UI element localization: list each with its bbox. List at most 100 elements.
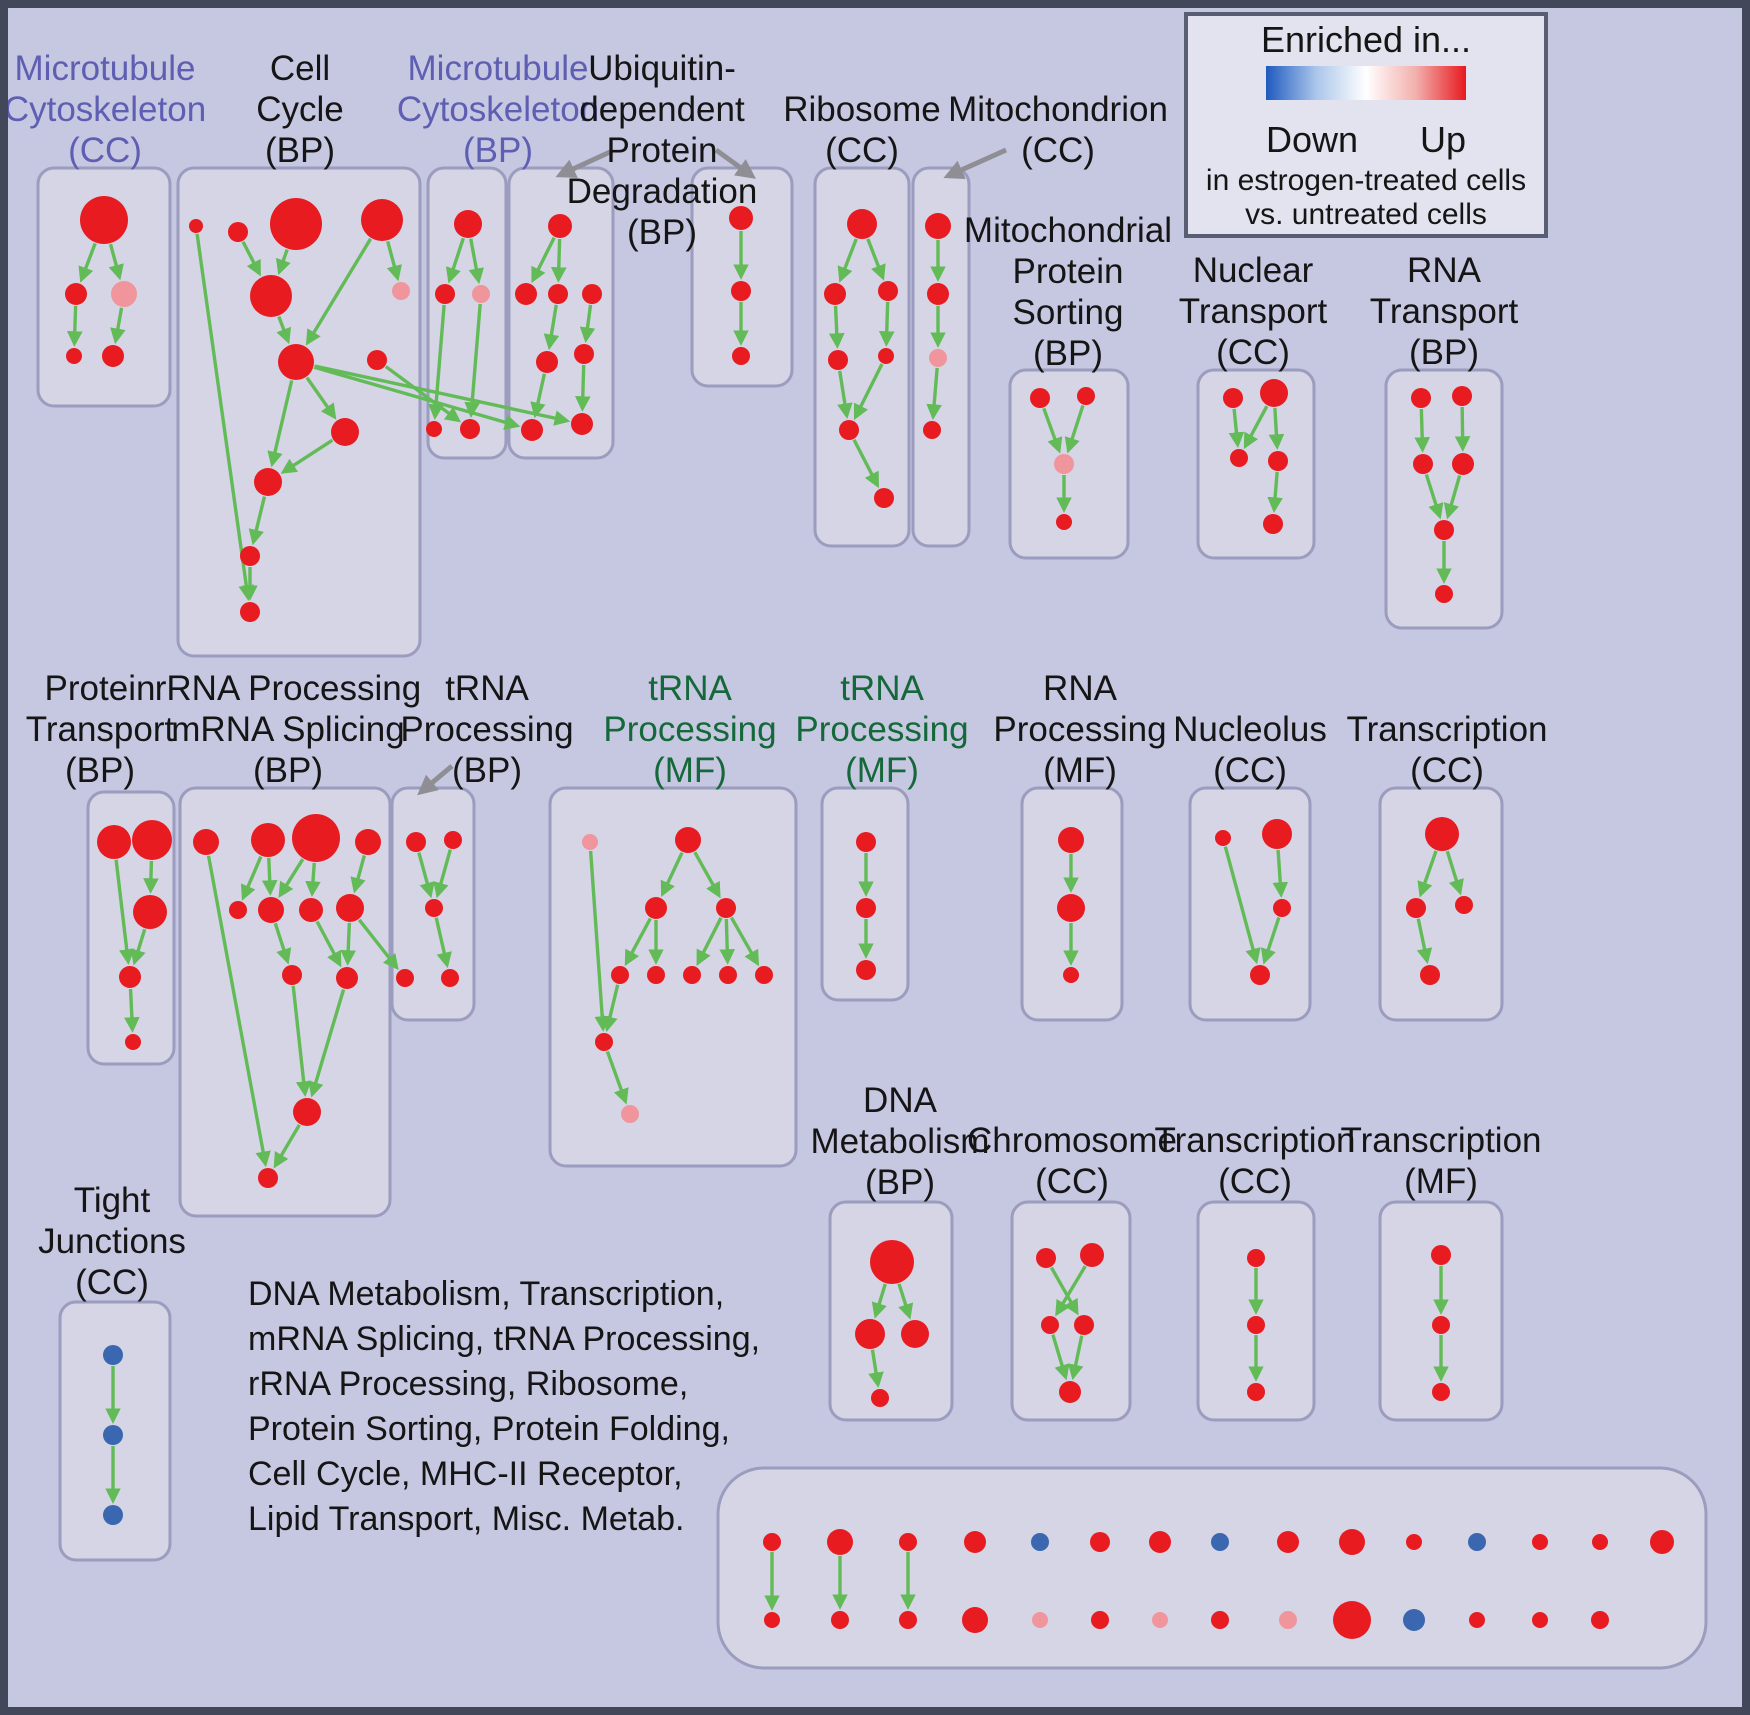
go-term-node: [856, 898, 876, 918]
go-term-node: [1411, 388, 1431, 408]
go-term-node: [611, 966, 629, 984]
go-term-node: [1532, 1612, 1548, 1628]
go-term-node: [1455, 896, 1473, 914]
go-term-node: [254, 468, 282, 496]
go-term-node: [1247, 1383, 1265, 1401]
edge-arrow: [291, 985, 312, 1097]
edge-arrow: [624, 917, 652, 967]
go-term-node: [229, 901, 247, 919]
label-chromosome-cc: Chromosome(CC): [967, 1121, 1177, 1201]
edge-arrow: [1051, 1334, 1070, 1381]
go-term-node: [80, 196, 128, 244]
go-term-node: [258, 1168, 278, 1188]
go-term-node: [1030, 388, 1050, 408]
legend-subtitle-2: vs. untreated cells: [1245, 198, 1487, 231]
edge-arrow: [276, 315, 292, 345]
go-term-node: [571, 413, 593, 435]
go-term-node: [251, 823, 285, 857]
go-term-node: [1592, 1534, 1608, 1550]
go-term-node: [645, 897, 667, 919]
edge-arrow: [729, 916, 760, 967]
legend-down-label: Down: [1266, 119, 1358, 160]
edge-arrow: [660, 851, 684, 898]
go-term-node: [827, 1529, 853, 1555]
go-term-node: [1406, 1534, 1422, 1550]
go-term-node: [1452, 453, 1474, 475]
go-term-node: [1054, 454, 1074, 474]
edge-arrow: [1068, 1335, 1084, 1381]
edge-arrow: [108, 243, 124, 281]
go-term-node: [336, 967, 358, 989]
go-term-node: [764, 1612, 780, 1628]
go-term-node: [282, 965, 302, 985]
go-term-node: [874, 488, 894, 508]
edge-arrow: [1414, 408, 1431, 453]
go-term-node: [521, 419, 543, 441]
go-term-node: [719, 966, 737, 984]
edge-arrow: [866, 238, 886, 281]
go-term-node: [460, 419, 480, 439]
go-term-node: [392, 282, 410, 300]
edge-arrow: [1223, 846, 1261, 965]
edge-arrow: [240, 855, 263, 901]
go-term-node: [763, 1533, 781, 1551]
legend-subtitle-1: in estrogen-treated cells: [1206, 164, 1526, 197]
go-term-node: [1059, 1381, 1081, 1403]
group-box-nuclear-transport-cc: [1196, 368, 1316, 560]
go-term-node: [1425, 817, 1459, 851]
edge-arrow: [280, 438, 334, 474]
go-term-node: [1247, 1316, 1265, 1334]
go-term-node: [293, 1098, 321, 1126]
go-term-node: [1273, 899, 1291, 917]
go-term-node: [444, 831, 462, 849]
go-term-node: [647, 966, 665, 984]
go-term-node: [621, 1105, 639, 1123]
go-term-node: [1468, 1533, 1486, 1551]
go-term-node: [1591, 1611, 1609, 1629]
go-term-node: [103, 1345, 123, 1365]
go-term-node: [435, 284, 455, 304]
group-box-rrna-processing-mrna-splicing-bp: [178, 786, 392, 1218]
group-box-misc-box: [716, 1466, 1708, 1670]
go-term-node: [1452, 386, 1472, 406]
go-term-node: [472, 285, 490, 303]
go-term-node: [856, 960, 876, 980]
go-term-node: [270, 198, 322, 250]
go-term-node: [299, 898, 323, 922]
go-term-node: [240, 602, 260, 622]
annotation-arrow: [417, 764, 454, 796]
edge-arrow: [340, 922, 357, 966]
go-term-node: [1432, 1316, 1450, 1334]
go-term-node: [406, 832, 426, 852]
legend-box: [1184, 12, 1548, 238]
edge-arrow: [543, 304, 560, 351]
go-term-node: [228, 222, 248, 242]
go-term-node: [1031, 1533, 1049, 1551]
go-term-node: [367, 350, 387, 370]
edge-arrow: [1416, 918, 1433, 965]
edge-arrow: [315, 920, 342, 968]
go-term-node: [536, 351, 558, 373]
edge-arrow: [837, 238, 858, 283]
edge-arrow: [305, 237, 373, 346]
edge-arrow: [305, 862, 321, 897]
edge-arrow: [1454, 406, 1471, 452]
go-term-node: [1149, 1531, 1171, 1553]
edge-arrow: [384, 365, 462, 423]
go-term-node: [878, 281, 898, 301]
go-term-node: [1036, 1248, 1056, 1268]
edge-arrow: [1445, 850, 1464, 896]
edge-arrow: [1417, 850, 1438, 898]
edge-arrow: [550, 238, 567, 283]
go-term-node: [899, 1611, 917, 1629]
go-term-node: [454, 210, 482, 238]
go-term-node: [856, 832, 876, 852]
edge-arrow: [417, 852, 435, 899]
go-term-node: [1215, 830, 1231, 846]
go-term-node: [361, 199, 403, 241]
go-term-node: [396, 969, 414, 987]
